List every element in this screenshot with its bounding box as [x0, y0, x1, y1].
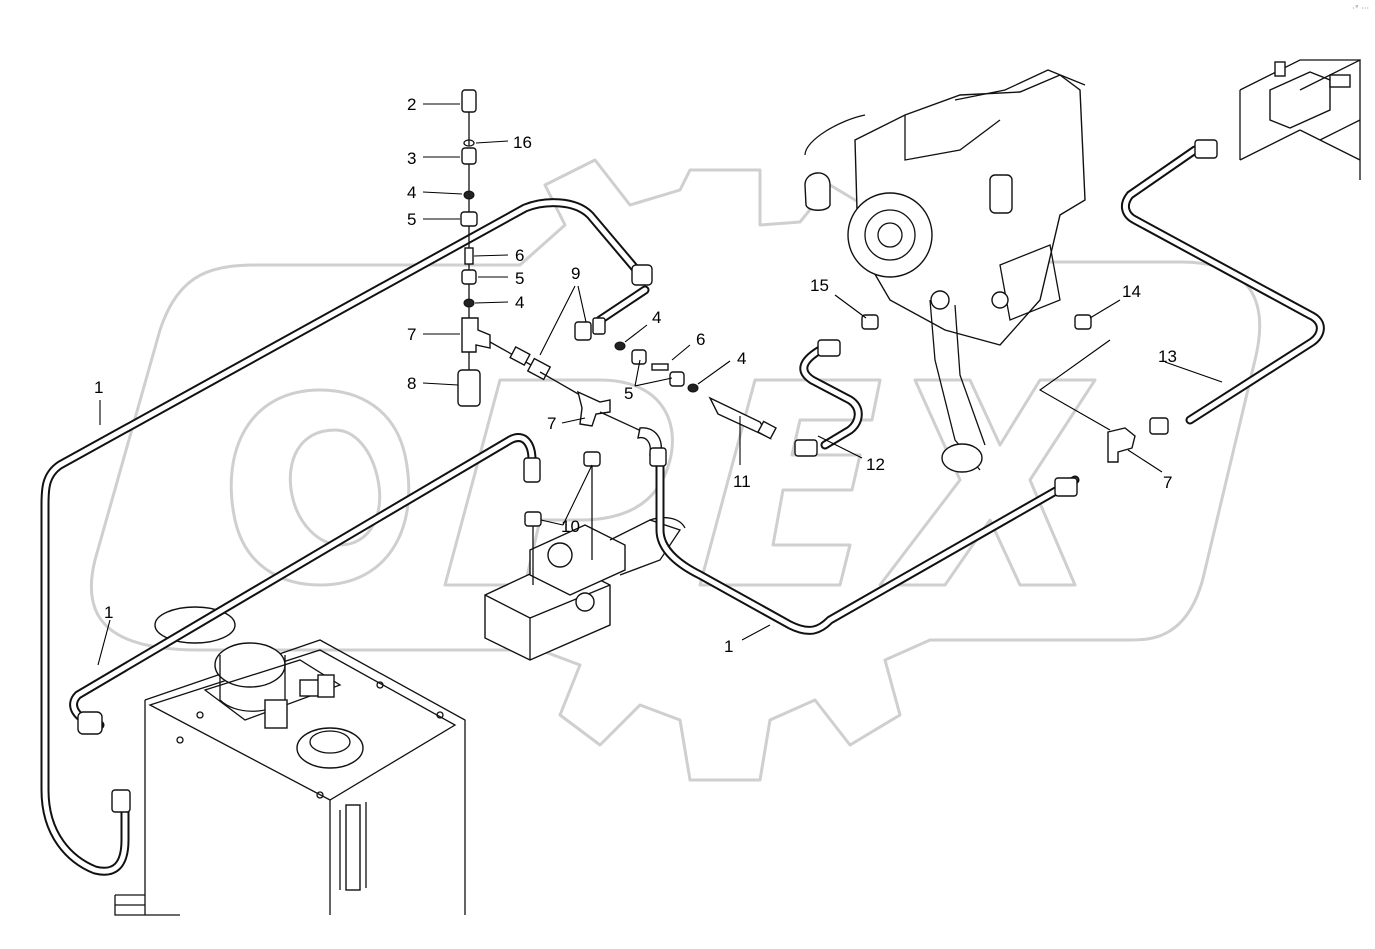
leader-lines [97, 103, 1223, 666]
callout-6: 6 [696, 330, 705, 349]
adapter-15 [861, 314, 879, 330]
callout-13: 13 [1158, 347, 1177, 366]
adapter [461, 147, 477, 165]
callout-3: 3 [407, 149, 416, 168]
tee-fitting [461, 317, 491, 353]
tank-breather [296, 727, 364, 769]
sight-glass [345, 804, 361, 891]
callout-11: 11 [733, 472, 751, 491]
adapter-14 [1074, 314, 1092, 330]
hydraulic-pump [804, 69, 1086, 473]
callout-5: 5 [624, 384, 633, 403]
callout-1: 1 [104, 603, 113, 622]
callout-7: 7 [1163, 473, 1172, 492]
corner-mark: ·° ··· [1352, 4, 1369, 13]
callout-6: 6 [515, 246, 524, 265]
hydraulic-tank [114, 606, 466, 916]
check-valve [457, 369, 481, 407]
callout-15: 15 [810, 276, 829, 295]
callout-4: 4 [515, 293, 524, 312]
cooler-block [1239, 58, 1361, 180]
callout-10: 10 [561, 517, 580, 536]
callout-12: 12 [866, 455, 885, 474]
callout-4: 4 [652, 308, 661, 327]
callout-4: 4 [407, 183, 416, 202]
filter-housing [214, 642, 286, 688]
callout-1: 1 [94, 378, 103, 397]
callout-9: 9 [571, 264, 580, 283]
callout-8: 8 [407, 374, 416, 393]
callout-5: 5 [515, 269, 524, 288]
callout-1: 1 [724, 637, 733, 656]
opex-watermark [89, 158, 1262, 782]
fittings [77, 89, 1218, 813]
pressure-switch [461, 89, 477, 113]
callout-7: 7 [407, 325, 416, 344]
control-valve [484, 517, 686, 661]
callout-2: 2 [407, 95, 416, 114]
callout-16: 16 [513, 133, 532, 152]
callout-7: 7 [547, 414, 556, 433]
callout-14: 14 [1122, 282, 1141, 301]
hose-lines [40, 145, 1325, 876]
callout-5: 5 [407, 210, 416, 229]
callout-4: 4 [737, 349, 746, 368]
callout-labels: 2 3 16 4 5 6 5 4 7 8 9 4 6 4 5 7 10 11 1… [94, 95, 1177, 656]
